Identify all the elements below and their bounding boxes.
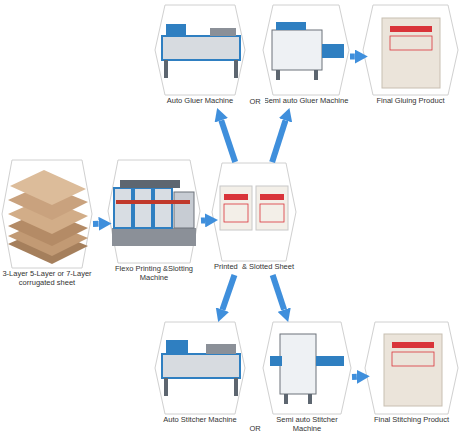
machine-unit (276, 22, 306, 30)
flow-arrow (350, 54, 355, 60)
node-caption: Printed & Slotted Sheet (212, 263, 296, 272)
flow-arrow (273, 275, 284, 310)
product-box (384, 334, 442, 406)
image-frame (363, 5, 458, 95)
flow-arrow (221, 120, 235, 162)
image-frame (212, 163, 296, 261)
flow-arrow (272, 120, 285, 162)
process-node: Semi auto Gluer Machine (263, 5, 349, 108)
node-caption: Auto Stitcher Machine (155, 416, 245, 425)
node-caption: Final Stitching Product (365, 416, 458, 425)
machine-unit (114, 188, 132, 228)
printed-sheet (256, 186, 288, 230)
process-node: Auto Stitcher Machine (155, 322, 245, 427)
node-caption: Final Gluing Product (363, 97, 458, 106)
printed-sheet (220, 186, 252, 230)
node-caption: Auto Gluer Machine (155, 97, 245, 106)
machine-base (112, 228, 196, 246)
image-frame (155, 322, 245, 414)
machine-unit (206, 344, 236, 354)
node-caption: 3-Layer 5-Layer or 7-Layer corrugated sh… (2, 270, 92, 287)
machine-leg (164, 60, 168, 78)
machine-leg (164, 378, 168, 396)
flow-arrow (222, 275, 234, 310)
sheet-layer (10, 170, 86, 205)
machine-leg (234, 60, 238, 78)
flow-arrow (93, 221, 99, 227)
image-frame (2, 160, 92, 268)
machine-body (162, 354, 240, 378)
image-frame (365, 322, 458, 414)
product-box (382, 18, 440, 88)
machine-leg (308, 394, 312, 404)
print-mark (390, 26, 432, 32)
machine-unit (210, 28, 236, 36)
print-mark (260, 204, 284, 222)
image-frame (263, 322, 351, 414)
process-node: Final Stitching Product (365, 322, 458, 427)
process-node: Final Gluing Product (363, 5, 458, 108)
flow-arrow (201, 217, 205, 223)
print-mark (390, 36, 432, 50)
machine-body (272, 30, 322, 70)
machine-leg (276, 70, 280, 80)
process-node: Auto Gluer Machine (155, 5, 245, 108)
image-frame (108, 160, 200, 263)
node-caption: Flexo Printing &Slotting Machine (108, 265, 200, 282)
print-mark (224, 194, 248, 200)
or-label: OR (245, 424, 265, 433)
image-frame (263, 5, 349, 95)
machine-unit (134, 188, 152, 228)
print-mark (392, 342, 434, 348)
machine-stripe (116, 200, 190, 204)
machine-unit (166, 340, 188, 354)
machine-leg (314, 70, 318, 80)
machine-top (120, 180, 180, 188)
machine-unit (174, 192, 194, 228)
machine-leg (234, 378, 238, 396)
machine-unit (322, 44, 344, 58)
node-caption: Semi auto Gluer Machine (263, 97, 349, 106)
node-caption: Semi auto Stitcher Machine (263, 416, 351, 433)
machine-unit (166, 24, 186, 36)
machine-body (162, 36, 240, 60)
process-node: Flexo Printing &Slotting Machine (108, 160, 200, 285)
process-node: 3-Layer 5-Layer or 7-Layer corrugated sh… (2, 160, 92, 290)
process-node: Printed & Slotted Sheet (212, 163, 296, 274)
flow-arrow (352, 374, 357, 380)
or-label: OR (245, 97, 265, 106)
print-mark (392, 352, 434, 366)
machine-unit (316, 356, 344, 366)
process-node: Semi auto Stitcher Machine (263, 322, 351, 436)
machine-unit (154, 188, 172, 228)
image-frame (155, 5, 245, 95)
machine-leg (284, 394, 288, 404)
machine-unit (270, 356, 282, 366)
print-mark (260, 194, 284, 200)
machine-body (280, 334, 316, 394)
print-mark (224, 204, 248, 222)
